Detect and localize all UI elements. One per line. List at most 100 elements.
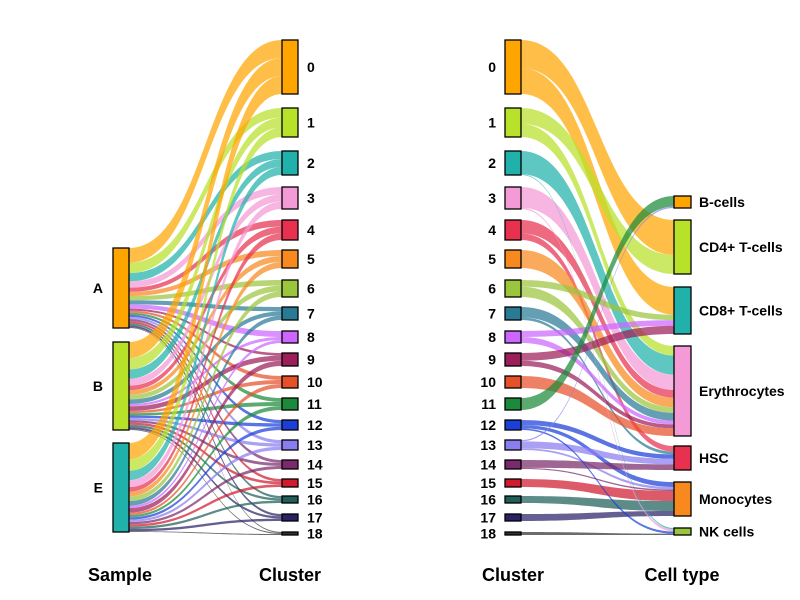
cluster-node-left-3 <box>281 186 299 210</box>
flow-cluster-celltype-9-3 <box>521 360 674 429</box>
cluster-label-left-17: 17 <box>307 510 323 526</box>
flow-sample-cluster-1-0 <box>129 58 282 359</box>
flow-cluster-celltype-3-6 <box>521 207 674 532</box>
cluster-node-right-3 <box>504 186 522 210</box>
sample-node-e <box>112 442 130 533</box>
flow-cluster-celltype-8-2 <box>521 320 674 337</box>
cluster-label-right-11: 11 <box>481 396 496 412</box>
celltype-label-monocytes: Monocytes <box>699 491 772 507</box>
flow-cluster-celltype-14-4 <box>521 460 674 470</box>
flow-sample-cluster-2-14 <box>129 466 282 525</box>
cluster-node-left-14 <box>281 459 299 470</box>
cluster-label-left-16: 16 <box>307 492 323 508</box>
flow-sample-cluster-0-12 <box>129 314 282 424</box>
cluster-node-right-6 <box>504 279 522 298</box>
flow-sample-cluster-2-7 <box>129 315 282 506</box>
cluster-node-right-12 <box>504 419 522 431</box>
flow-cluster-celltype-9-2 <box>521 325 674 361</box>
flow-cluster-celltype-12-4 <box>521 420 674 459</box>
celltype-label-b-cells: B-cells <box>699 194 745 210</box>
cluster-node-left-9 <box>281 352 299 367</box>
cluster-node-left-0 <box>281 39 299 95</box>
flow-cluster-celltype-6-3 <box>521 286 674 414</box>
flow-cluster-celltype-8-3 <box>521 337 674 425</box>
cluster-node-right-4 <box>504 219 522 241</box>
cluster-label-right-8: 8 <box>488 329 496 345</box>
cluster-node-left-6 <box>281 279 299 298</box>
cluster-node-left-15 <box>281 478 299 488</box>
celltype-node-cd8-t-cells <box>673 286 692 335</box>
celltype-node-hsc <box>673 445 692 471</box>
cluster-label-left-2: 2 <box>307 155 315 171</box>
flow-cluster-celltype-2-6 <box>521 174 674 530</box>
flow-cluster-celltype-1-3 <box>521 123 674 356</box>
flow-sample-cluster-0-4 <box>129 220 282 292</box>
flow-cluster-celltype-7-4 <box>521 317 674 455</box>
flow-cluster-celltype-2-3 <box>521 151 674 375</box>
cluster-label-left-6: 6 <box>307 281 315 297</box>
celltype-node-b-cells <box>673 195 692 209</box>
cluster-node-right-17 <box>504 513 522 522</box>
celltype-label-hsc: HSC <box>699 450 729 466</box>
flow-sample-cluster-0-1 <box>129 108 282 274</box>
left-flows <box>129 40 282 535</box>
cluster-label-right-13: 13 <box>480 437 496 453</box>
flow-sample-cluster-0-9 <box>129 308 282 356</box>
cluster-label-left-7: 7 <box>307 306 315 322</box>
flow-cluster-celltype-11-0 <box>521 196 674 410</box>
cluster-label-left-4: 4 <box>307 222 315 238</box>
cluster-node-left-16 <box>281 495 299 504</box>
cluster-node-left-5 <box>281 249 299 269</box>
cluster-label-left-0: 0 <box>307 59 315 75</box>
cluster-node-left-11 <box>281 397 299 411</box>
flow-sample-cluster-0-18 <box>129 327 282 533</box>
flow-sample-cluster-2-15 <box>129 484 282 527</box>
flow-sample-cluster-2-17 <box>129 518 282 532</box>
cluster-node-right-16 <box>504 495 522 504</box>
celltype-node-erythrocytes <box>673 345 692 437</box>
celltype-label-cd4-t-cells: CD4+ T-cells <box>699 239 783 255</box>
flow-cluster-celltype-7-3 <box>521 307 674 421</box>
cluster-node-left-8 <box>281 330 299 344</box>
flow-cluster-celltype-18-6 <box>521 532 674 535</box>
flow-sample-cluster-1-7 <box>129 311 282 405</box>
flow-sample-cluster-2-16 <box>129 500 282 529</box>
flow-sample-cluster-1-18 <box>129 429 282 534</box>
flow-cluster-celltype-1-1 <box>521 108 674 274</box>
cluster-node-left-12 <box>281 419 299 431</box>
flow-sample-cluster-0-7 <box>129 300 282 312</box>
cluster-node-left-13 <box>281 439 299 451</box>
cluster-node-left-17 <box>281 513 299 522</box>
flow-cluster-celltype-17-5 <box>521 511 674 521</box>
cluster-label-left-10: 10 <box>307 374 323 390</box>
axis-label-cluster-left: Cluster <box>259 565 321 585</box>
cluster-label-right-7: 7 <box>488 306 496 322</box>
cluster-label-right-14: 14 <box>480 457 496 473</box>
flow-sample-cluster-0-14 <box>129 319 282 463</box>
cluster-label-left-18: 18 <box>307 526 323 542</box>
cluster-label-right-2: 2 <box>488 155 496 171</box>
sample-node-b <box>112 341 130 431</box>
flow-sample-cluster-1-1 <box>129 117 282 370</box>
cluster-label-right-16: 16 <box>480 492 496 508</box>
cluster-label-right-6: 6 <box>488 281 496 297</box>
cluster-node-right-9 <box>504 352 522 367</box>
axis-label-cell-type: Cell type <box>644 565 719 585</box>
cluster-label-left-11: 11 <box>307 396 322 412</box>
flow-cluster-celltype-10-3 <box>521 376 674 436</box>
cluster-label-right-15: 15 <box>480 475 496 491</box>
cluster-label-right-18: 18 <box>480 526 496 542</box>
flow-sample-cluster-2-8 <box>129 340 282 509</box>
cluster-node-right-11 <box>504 397 522 411</box>
flow-sample-cluster-1-13 <box>129 417 282 447</box>
cluster-node-right-2 <box>504 150 522 176</box>
cluster-label-right-0: 0 <box>488 59 496 75</box>
cluster-label-left-14: 14 <box>307 457 323 473</box>
flow-cluster-celltype-14-5 <box>521 467 674 491</box>
cluster-node-left-2 <box>281 150 299 176</box>
celltype-node-cd4-t-cells <box>673 219 692 275</box>
celltype-node-monocytes <box>673 481 692 517</box>
flow-cluster-celltype-12-6 <box>521 428 674 534</box>
